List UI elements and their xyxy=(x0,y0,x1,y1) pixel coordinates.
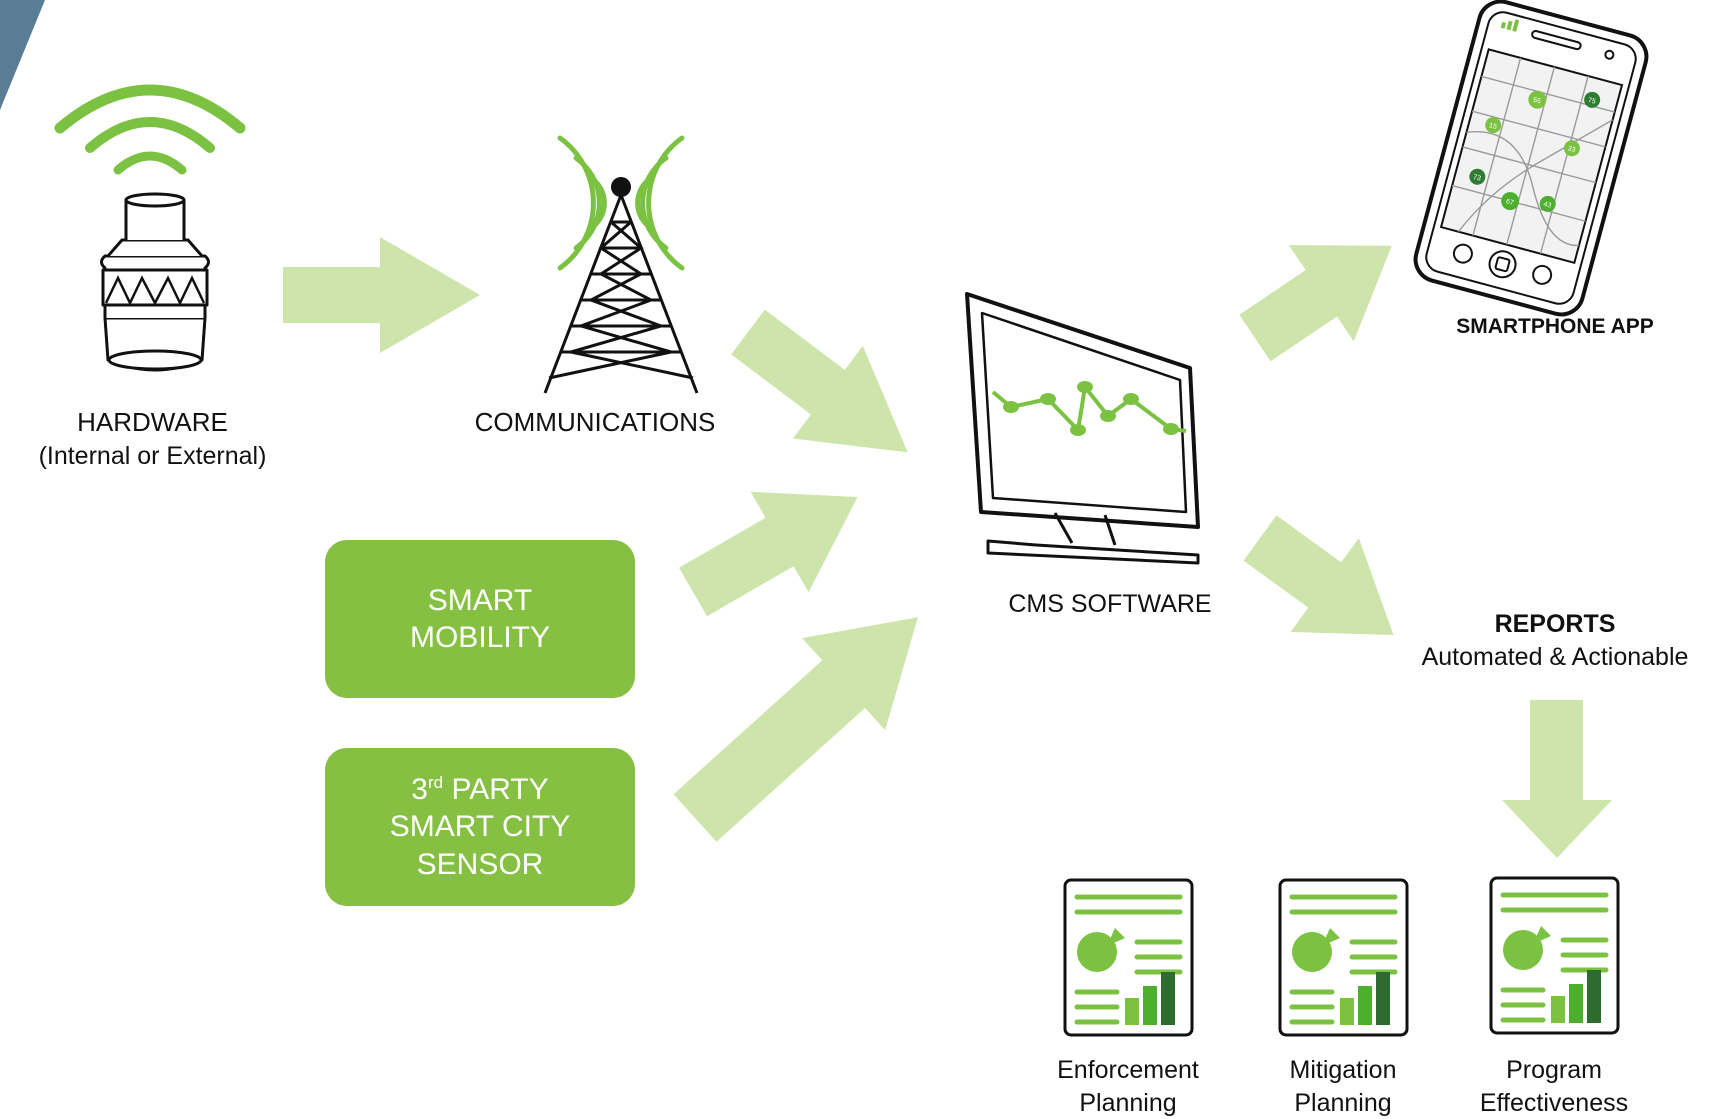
document-label-line1: Mitigation xyxy=(1243,1054,1443,1087)
reports-title: REPORTS xyxy=(1390,608,1720,641)
cms-title: CMS SOFTWARE xyxy=(960,588,1260,621)
corner-photo-fragment xyxy=(0,0,45,110)
document-label-line2: Effectiveness xyxy=(1454,1087,1654,1119)
third-party-line1: 3rd PARTY xyxy=(411,771,548,809)
report-document-icon xyxy=(1491,878,1618,1033)
arrow-smart-mobility-to-cms xyxy=(664,447,887,642)
third-party-line2: SMART CITY xyxy=(390,808,571,846)
smartphone-title: SMARTPHONE APP xyxy=(1405,313,1705,340)
hardware-label: HARDWARE (Internal or External) xyxy=(0,406,305,472)
monitor-icon xyxy=(967,294,1198,563)
hardware-sensor-icon xyxy=(60,90,240,370)
arrow-communications-to-cms xyxy=(713,286,943,499)
reports-subtitle: Automated & Actionable xyxy=(1390,641,1720,674)
document-label-program: Program Effectiveness xyxy=(1454,1054,1654,1119)
document-label-line2: Planning xyxy=(1028,1087,1228,1119)
document-label-mitigation: Mitigation Planning xyxy=(1243,1054,1443,1119)
document-label-enforcement: Enforcement Planning xyxy=(1028,1054,1228,1119)
radio-tower-icon xyxy=(545,138,697,393)
communications-label: COMMUNICATIONS xyxy=(440,406,750,440)
document-label-line2: Planning xyxy=(1243,1087,1443,1119)
hardware-subtitle: (Internal or External) xyxy=(0,440,305,473)
smart-mobility-line1: SMART xyxy=(428,582,532,620)
third-party-word: PARTY xyxy=(443,773,549,806)
arrow-reports-to-documents xyxy=(1502,700,1612,858)
smart-mobility-line2: MOBILITY xyxy=(410,619,550,657)
smartphone-icon: 75 55 15 33 73 67 43 xyxy=(1411,0,1652,319)
report-document-icon xyxy=(1065,880,1192,1035)
smartphone-label: SMARTPHONE APP xyxy=(1405,313,1705,340)
document-label-line1: Program xyxy=(1454,1054,1654,1087)
arrow-third-party-to-cms xyxy=(654,571,960,864)
document-label-line1: Enforcement xyxy=(1028,1054,1228,1087)
smart-mobility-box: SMART MOBILITY xyxy=(325,540,635,698)
arrow-cms-to-smartphone xyxy=(1223,198,1425,386)
third-party-line3: SENSOR xyxy=(417,846,544,884)
report-document-icon xyxy=(1280,880,1407,1035)
arrow-hardware-to-communications xyxy=(283,237,480,353)
reports-label: REPORTS Automated & Actionable xyxy=(1390,608,1720,673)
cms-label: CMS SOFTWARE xyxy=(960,588,1260,621)
hardware-title: HARDWARE xyxy=(0,406,305,440)
communications-title: COMMUNICATIONS xyxy=(440,406,750,440)
third-party-sensor-box: 3rd PARTY SMART CITY SENSOR xyxy=(325,748,635,906)
third-party-ordinal: 3 xyxy=(411,773,428,806)
third-party-ordinal-suffix: rd xyxy=(428,773,443,792)
